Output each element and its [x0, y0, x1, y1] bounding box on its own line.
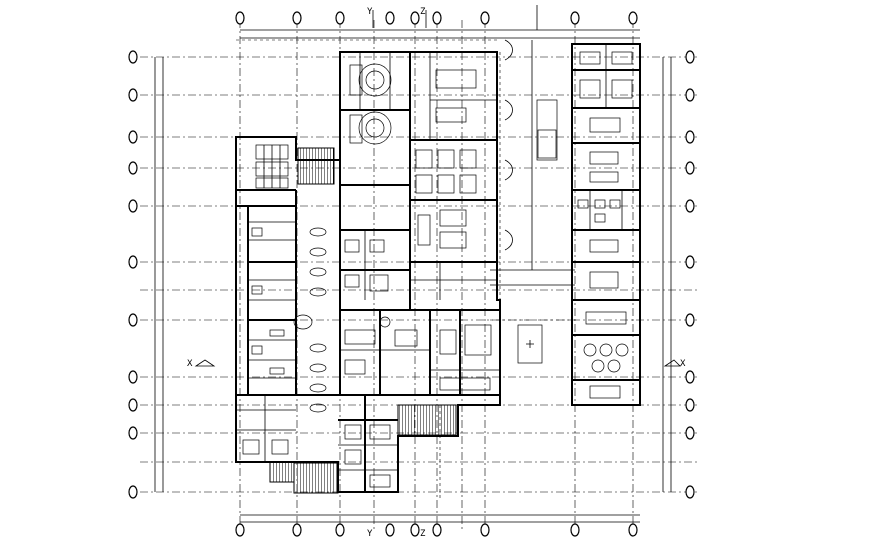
grid-markers-bottom [235, 523, 638, 537]
section-markers: Y Z Y Z X X [187, 7, 686, 539]
overhead-dashed-lines [236, 39, 575, 500]
annex-furniture [577, 51, 633, 399]
room-furniture [242, 227, 492, 488]
section-label-y-bottom: Y [367, 529, 373, 539]
corridor-tables [293, 227, 391, 413]
main-building-walls [235, 51, 501, 493]
vertical-grid-lines [239, 20, 634, 530]
dimension-lines [154, 5, 672, 523]
section-label-y-top: Y [367, 7, 373, 17]
section-label-x-right: X [680, 359, 686, 369]
operating-room-fixtures [349, 63, 392, 145]
waiting-seating [255, 144, 289, 189]
section-label-x-left: X [187, 359, 193, 369]
ward-beds [415, 69, 477, 249]
section-label-z-bottom: Z [420, 529, 426, 539]
room-subdivisions [236, 52, 500, 471]
grid-markers-left [128, 50, 138, 499]
grid-markers-top [235, 11, 638, 25]
annex-building-walls [571, 43, 641, 406]
grid-markers-right [685, 50, 695, 499]
section-label-z-top: Z [420, 7, 426, 17]
stairs [269, 147, 457, 494]
driveway [490, 39, 575, 364]
